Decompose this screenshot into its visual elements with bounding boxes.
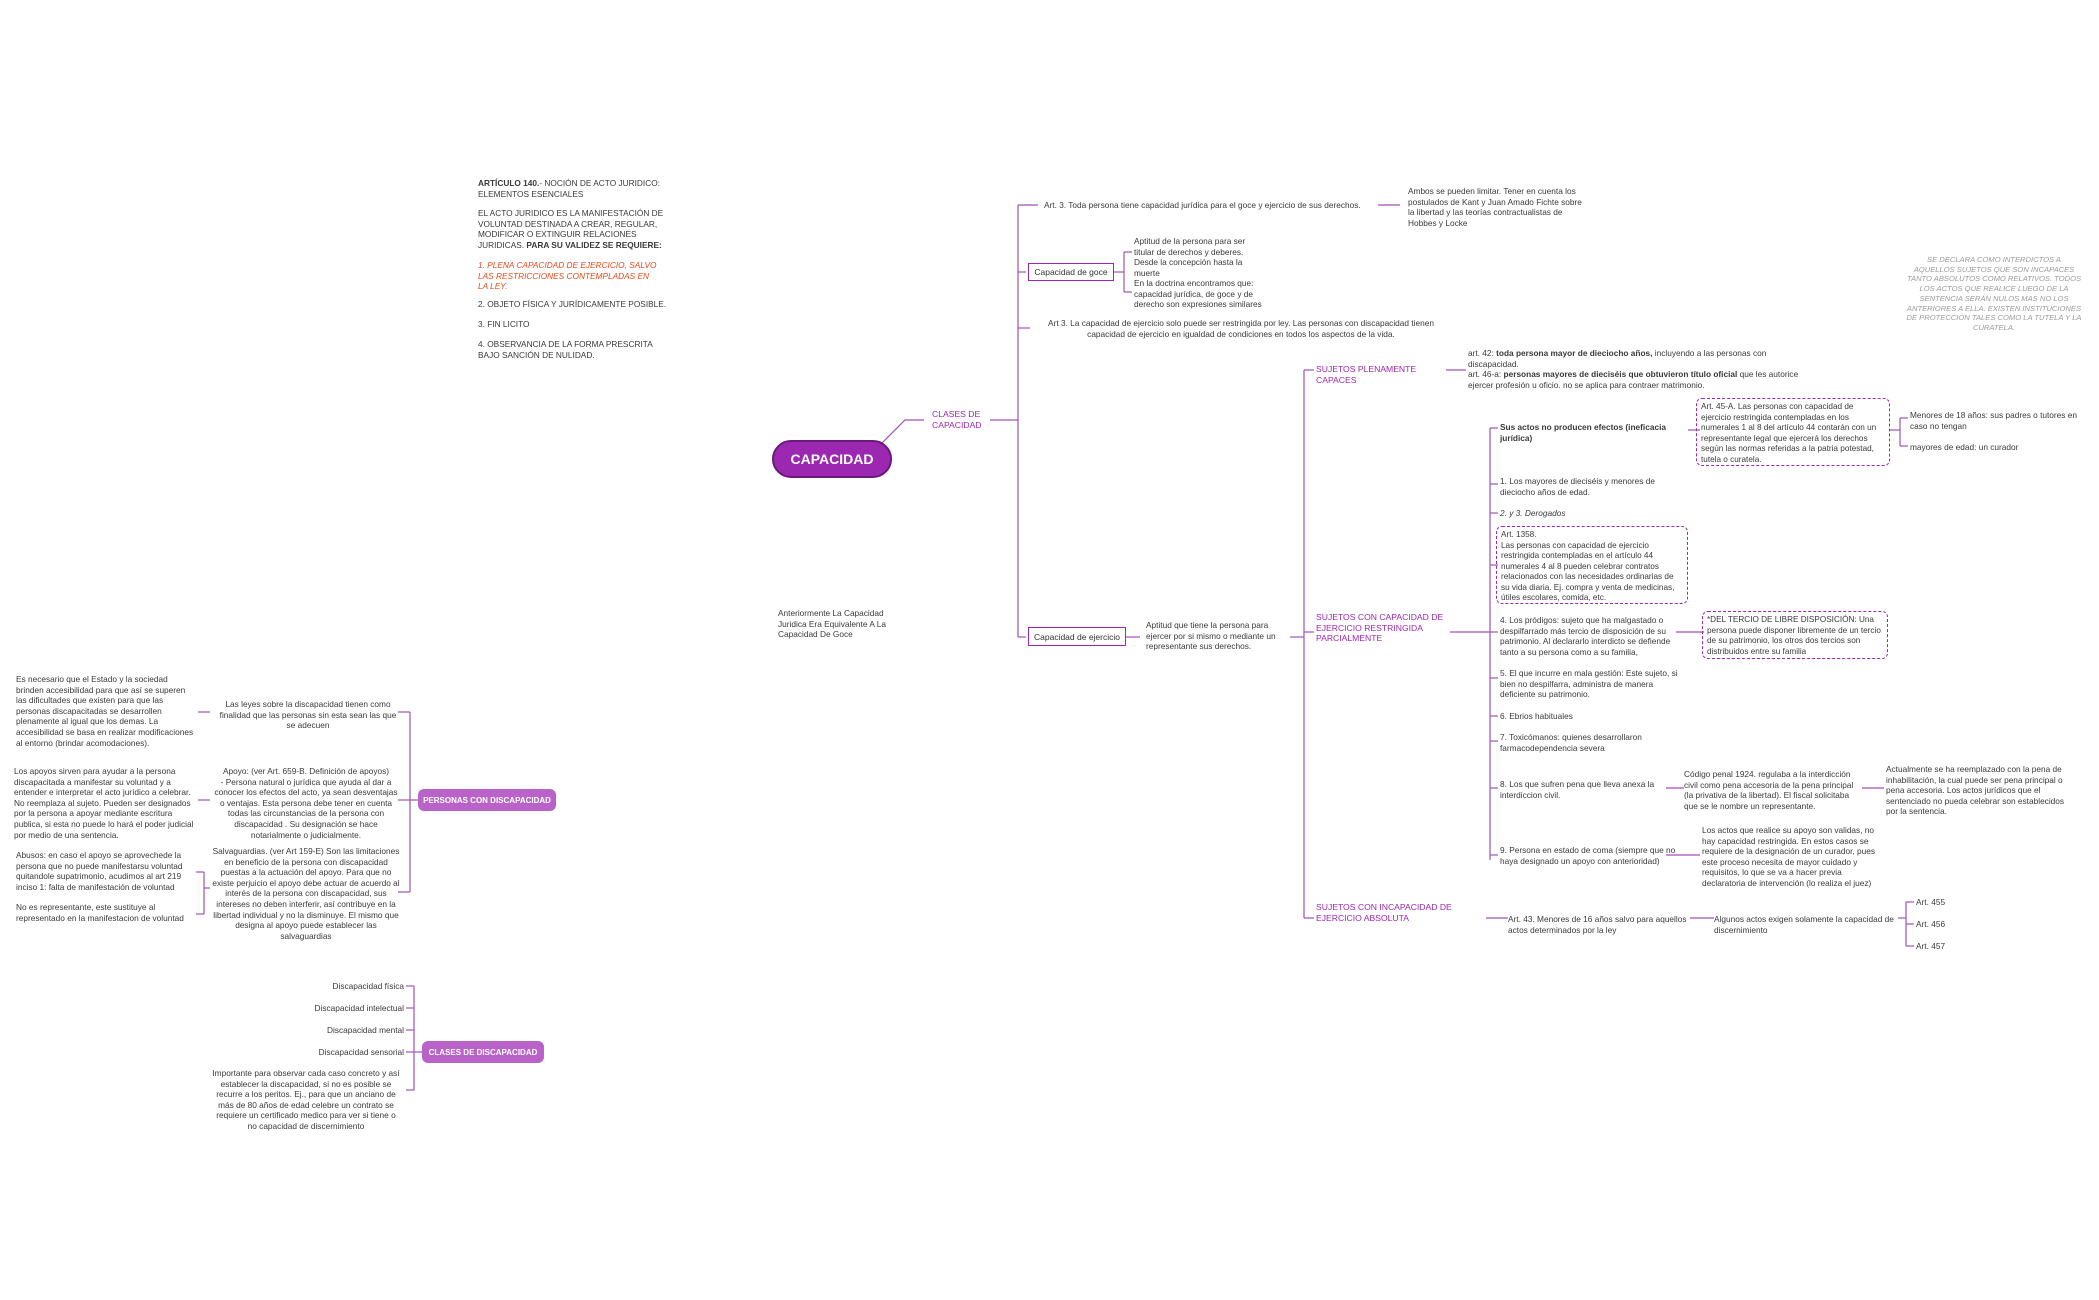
discapacidad-mental: Discapacidad mental [326,1025,404,1035]
intro-title: ARTÍCULO 140.- NOCIÓN DE ACTO JURIDICO: … [478,178,660,199]
leyes-discapacidad-note: Las leyes sobre la discapacidad tienen c… [219,699,397,731]
intro-item-3: 3. FIN LICITO [478,319,530,329]
mayores-curador-note: mayores de edad: un curador [1910,442,2019,452]
ejercicio-aptitud: Aptitud que tiene la persona para ejerce… [1146,620,1276,652]
anterior-note: Anteriormente La Capacidad Juridica Era … [778,608,886,640]
sujetos-plenamente-capaces-topic[interactable]: SUJETOS PLENAMENTE CAPACES [1316,364,1417,385]
art43-text: Art. 43. Menores de 16 años salvo para a… [1508,914,1687,935]
goce-aptitud: Aptitud de la persona para ser titular d… [1134,236,1246,278]
discernimiento-note: Algunos actos exigen solamente la capaci… [1714,914,1894,935]
restringida-item-1: 1. Los mayores de dieciséis y menores de… [1500,476,1655,497]
restringida-item-2-3: 2. y 3. Derogados [1500,508,1566,518]
capacidad-de-ejercicio-node[interactable]: Capacidad de ejercicio [1028,627,1126,646]
ambos-limitar-note: Ambos se pueden limitar. Tener en cuenta… [1408,186,1582,228]
estado-accesibilidad-note: Es necesario que el Estado y la sociedad… [16,674,194,748]
capacidad-de-goce-node[interactable]: Capacidad de goce [1028,263,1114,281]
restringida-item-8: 8. Los que sufren pena que lleva anexa l… [1500,779,1655,800]
menores-18-note: Menores de 18 años: sus padres o tutores… [1910,410,2077,431]
discapacidad-sensorial: Discapacidad sensorial [318,1047,404,1057]
art456-label: Art. 456 [1916,919,1946,929]
apoyos-sirven-note: Los apoyos sirven para ayudar a la perso… [14,766,194,840]
art455-label: Art. 455 [1916,897,1946,907]
discapacidad-intelectual: Discapacidad intelectual [314,1003,404,1013]
salvaguardias-definicion: Salvaguardias. (ver Art 159-E) Son las l… [212,846,400,941]
central-topic-label: CAPACIDAD [790,451,874,467]
art45a-box: Art. 45-A. Las personas con capacidad de… [1696,398,1890,466]
interdictos-side-note: SE DECLARA COMO INTERDICTOS A AQUELLOS S… [1906,255,2082,333]
sujetos-incapacidad-absoluta-topic[interactable]: SUJETOS CON INCAPACIDAD DE EJERCICIO ABS… [1316,902,1452,923]
sujetos-restringida-parcialmente-topic[interactable]: SUJETOS CON CAPACIDAD DE EJERCICIO RESTR… [1316,612,1444,644]
personas-con-discapacidad-label: PERSONAS CON DISCAPACIDAD [423,795,551,805]
clases-de-discapacidad-topic[interactable]: CLASES DE DISCAPACIDAD [422,1041,544,1063]
restringida-item-6: 6. Ebrios habituales [1500,711,1573,721]
capacidad-de-ejercicio-label: Capacidad de ejercicio [1034,631,1120,642]
tercio-libre-disposicion-box: *DEL TERCIO DE LIBRE DISPOSICIÓN: Una pe… [1702,611,1888,659]
intro-item-4: 4. OBSERVANCIA DE LA FORMA PRESCRITA BAJ… [478,339,653,360]
codigo-penal-1924-note: Código penal 1924. regulaba a la interdi… [1684,769,1854,811]
no-representante-note: No es representante, este sustituye al r… [16,902,184,923]
intro-item-2: 2. OBJETO FÍSICA Y JURÍDICAMENTE POSIBLE… [478,299,667,309]
clases-de-capacidad-topic[interactable]: CLASES DE CAPACIDAD [932,409,982,430]
art3-capacidad-juridica: Art. 3. Toda persona tiene capacidad jur… [1044,200,1361,210]
personas-con-discapacidad-topic[interactable]: PERSONAS CON DISCAPACIDAD [418,789,556,811]
goce-doctrina: En la doctrina encontramos que: capacida… [1134,278,1262,310]
central-topic-capacidad[interactable]: CAPACIDAD [772,440,892,478]
importante-peritos-note: Importante para observar cada caso concr… [212,1068,400,1132]
art457-label: Art. 457 [1916,941,1946,951]
restringida-item-7: 7. Toxicómanos: quienes desarrollaron fa… [1500,732,1642,753]
ineficacia-juridica: Sus actos no producen efectos (ineficaci… [1500,422,1666,443]
art3-capacidad-ejercicio: Art 3. La capacidad de ejercicio solo pu… [1048,318,1434,339]
apoyo-definicion: Apoyo: (ver Art. 659-B. Definición de ap… [214,766,398,840]
art1358-box: Art. 1358. Las personas con capacidad de… [1496,526,1688,604]
art42-text: art. 42: toda persona mayor de dieciocho… [1468,348,1767,369]
restringida-item-9: 9. Persona en estado de coma (siempre qu… [1500,845,1676,866]
clases-de-discapacidad-label: CLASES DE DISCAPACIDAD [428,1047,538,1057]
estado-coma-note: Los actos que realice su apoyo son valid… [1702,825,1875,889]
restringida-item-4: 4. Los pródigos: sujeto que ha malgastad… [1500,615,1671,657]
discapacidad-fisica: Discapacidad física [332,981,404,991]
intro-item-1: 1. PLENA CAPACIDAD DE EJERCICIO, SALVO L… [478,260,657,292]
capacidad-de-goce-label: Capacidad de goce [1034,267,1108,277]
intro-definition: EL ACTO JURIDICO ES LA MANIFESTACIÓN DE … [478,208,664,250]
abusos-note: Abusos: en caso el apoyo se aprovechede … [16,850,183,892]
actualmente-inhabilitacion-note: Actualmente se ha reemplazado con la pen… [1886,764,2065,817]
art46a-text: art. 46-a: personas mayores de dieciséis… [1468,369,1799,390]
restringida-item-5: 5. El que incurre en mala gestión: Este … [1500,668,1678,700]
